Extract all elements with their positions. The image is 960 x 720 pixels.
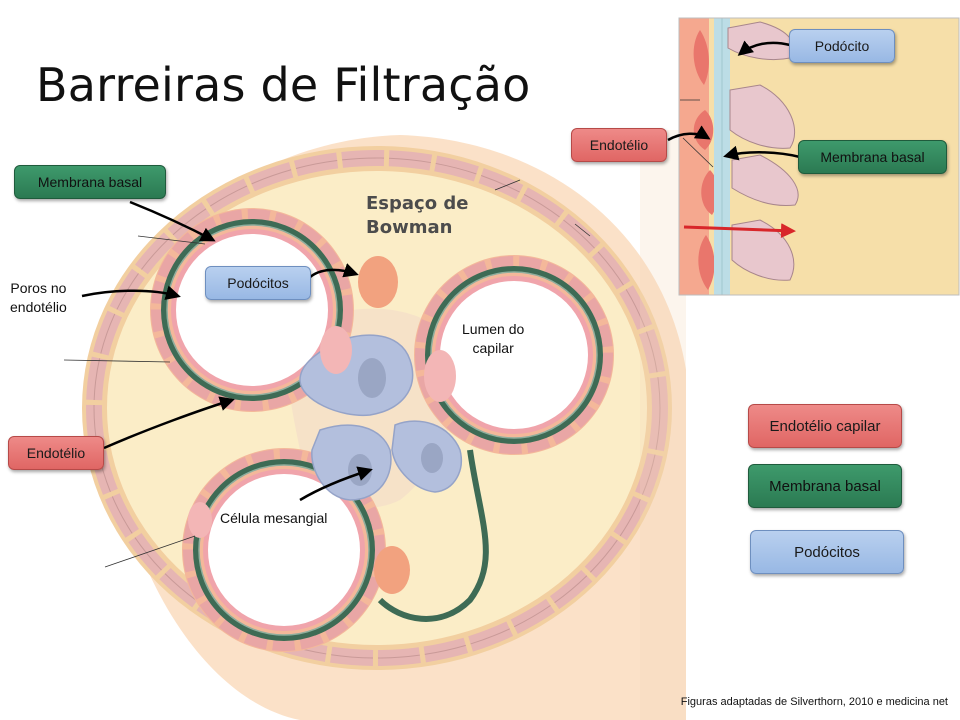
arrow-mesangial xyxy=(299,466,373,502)
source-credit: Figuras adaptadas de Silverthorn, 2010 e… xyxy=(680,696,948,708)
capillary-loop-right xyxy=(414,255,614,455)
arrow-inset-endotelio xyxy=(667,125,711,142)
pores-label: Poros no endotélio xyxy=(10,280,67,315)
legend-item-1-text: Membrana basal xyxy=(769,477,881,495)
arrow-inset-podocito xyxy=(737,40,791,56)
lumen-label: Lumen do capilar xyxy=(462,321,525,356)
capillary-loop-bottom xyxy=(182,448,386,652)
arrow-poros xyxy=(81,285,181,300)
inset-endotelio-tag: Endotélio xyxy=(571,128,667,162)
legend-endotelio-capilar: Endotélio capilar xyxy=(748,404,902,448)
membrana-basal-tag: Membrana basal xyxy=(14,165,166,199)
mesangial-label: Célula mesangial xyxy=(220,510,328,526)
arrow-membrana-basal xyxy=(129,200,216,242)
legend-item-2-text: Podócitos xyxy=(794,543,860,561)
legend-item-0-text: Endotélio capilar xyxy=(769,417,881,435)
endotelio-tag: Endotélio xyxy=(8,436,104,470)
arrow-podocitos xyxy=(308,263,359,279)
inset-membrana-basal-tag: Membrana basal xyxy=(798,140,947,174)
legend-podocitos: Podócitos xyxy=(750,530,904,574)
arrow-inset-membrana xyxy=(723,145,801,161)
page-title: Barreiras de Filtração xyxy=(36,58,531,112)
inset-membrana-basal-tag-text: Membrana basal xyxy=(820,149,925,165)
inset-podocito-tag: Podócito xyxy=(789,29,895,63)
podocitos-tag-text: Podócitos xyxy=(227,275,289,291)
inset-podocito-tag-text: Podócito xyxy=(814,38,870,54)
inset-endotelio-tag-text: Endotélio xyxy=(589,137,649,153)
endotelio-tag-text: Endotélio xyxy=(26,445,86,461)
membrana-basal-tag-text: Membrana basal xyxy=(37,174,143,190)
legend-membrana-basal: Membrana basal xyxy=(748,464,902,508)
podocitos-tag: Podócitos xyxy=(205,266,311,300)
arrow-endotelio xyxy=(103,396,235,450)
bowman-space-label: Espaço de Bowman xyxy=(366,193,469,238)
